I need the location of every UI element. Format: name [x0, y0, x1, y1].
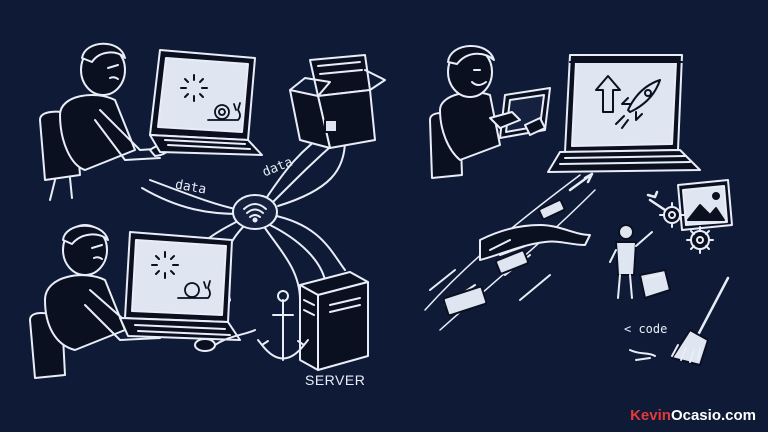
repair-person: [609, 224, 671, 299]
rocket-icon: [615, 79, 661, 129]
wifi-icon: [243, 203, 267, 210]
code-label: < code: [624, 322, 668, 336]
data-pipeline: [424, 172, 596, 331]
wifi-hub: [232, 194, 278, 230]
computer-mouse: [194, 329, 256, 352]
broom-icon: [629, 276, 730, 366]
laptop-bottom-left: [119, 231, 241, 341]
image-icon: [677, 179, 733, 231]
cardboard-box: [289, 54, 386, 149]
server-label: SERVER: [305, 372, 366, 388]
brand-part-2: Ocasio.com: [670, 407, 756, 424]
snail-icon: [207, 102, 241, 121]
laptop-top-left: [149, 49, 263, 156]
gear-icon: [659, 202, 714, 254]
server-tower: [299, 271, 369, 371]
loading-spinner-icon: [180, 74, 208, 102]
up-arrow-icon: [595, 75, 621, 113]
laptop-right: [547, 54, 701, 173]
brand-watermark[interactable]: KevinOcasio.com: [630, 407, 756, 424]
happy-person: [429, 45, 551, 179]
anchor-icon: [257, 290, 309, 361]
wrench-icon: [646, 190, 667, 212]
brand-part-1: Kevin: [630, 407, 671, 424]
frustrated-person-top: [39, 42, 171, 201]
